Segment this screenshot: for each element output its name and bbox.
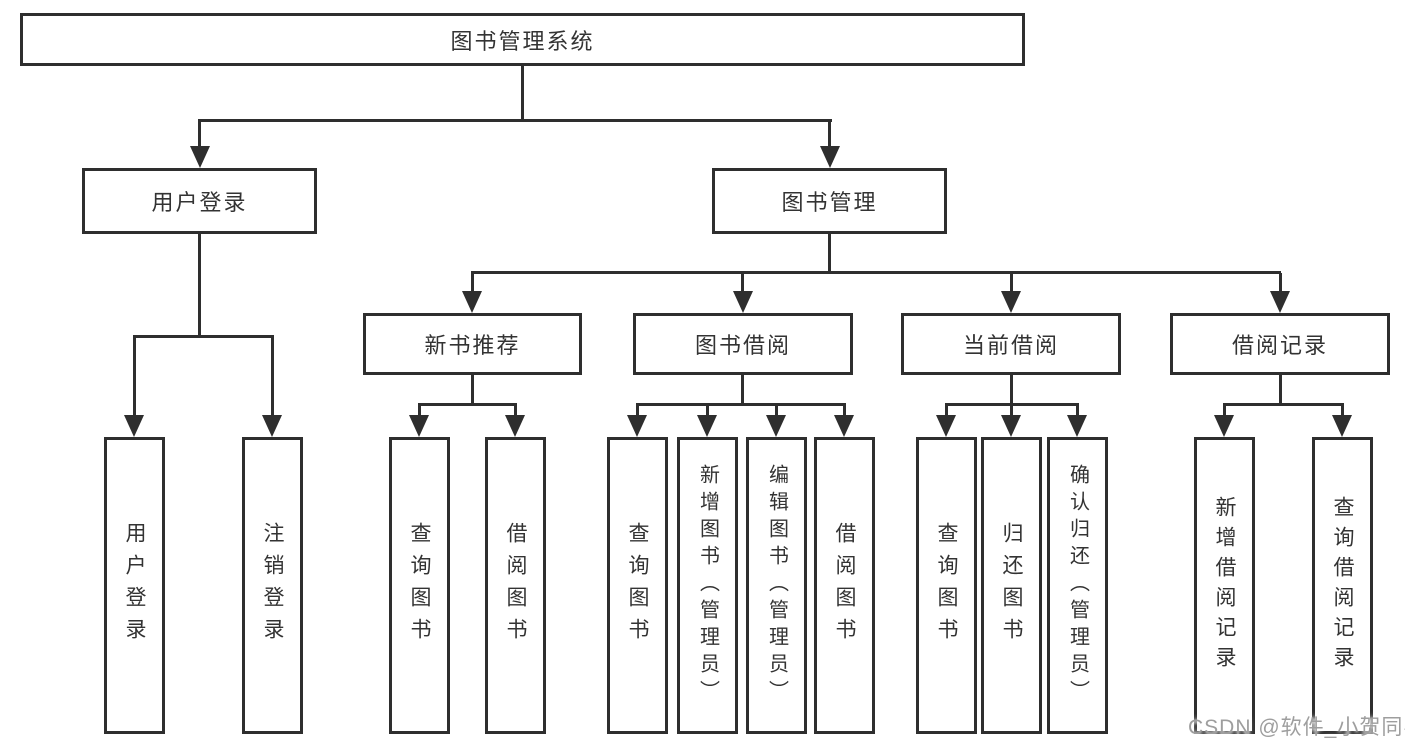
leaf-bb-query-books: 查询图书 [607, 437, 668, 734]
leaf-label: 查询图书 [935, 521, 958, 650]
node-new-book-recommend: 新书推荐 [363, 313, 582, 375]
leaf-bb-add-books-admin: 新增图书（管理员） [677, 437, 738, 734]
node-label: 图书借阅 [694, 333, 791, 358]
connector-drop-current-borrowing [1010, 273, 1013, 292]
node-current-borrowing: 当前借阅 [901, 313, 1121, 375]
node-label: 当前借阅 [962, 333, 1059, 358]
connector-cb-stem [1010, 374, 1013, 405]
leaf-br-query-record: 查询借阅记录 [1312, 437, 1373, 734]
leaf-label: 编辑图书（管理员） [765, 464, 788, 707]
node-label: 图书管理系统 [450, 28, 595, 54]
connector-drop-logout [271, 337, 274, 416]
arrowhead-borrowing-records [1270, 291, 1290, 313]
leaf-label: 确认归还（管理员） [1066, 464, 1089, 707]
connector-drop-cb-query [945, 403, 948, 417]
watermark: CSDN @软件_小贺同学 [1188, 716, 1405, 739]
connector-br-branch [1223, 403, 1344, 406]
connector-drop-bb-add [706, 403, 709, 417]
connector-level2-branch [471, 271, 1281, 274]
node-book-management: 图书管理 [712, 168, 947, 234]
node-label: 借阅记录 [1231, 333, 1328, 358]
arrowhead-br-query [1332, 415, 1352, 437]
connector-drop-login [133, 337, 136, 416]
leaf-cb-query-books: 查询图书 [916, 437, 977, 734]
connector-br-stem [1279, 374, 1282, 405]
node-label: 新书推荐 [424, 333, 521, 358]
leaf-cb-return-books: 归还图书 [981, 437, 1042, 734]
arrowhead-user-login [190, 146, 210, 168]
node-label: 用户登录 [151, 190, 248, 215]
leaf-cb-confirm-return-admin: 确认归还（管理员） [1047, 437, 1108, 734]
connector-drop-borrowing-records [1279, 273, 1282, 292]
arrowhead-nb-query [409, 415, 429, 437]
connector-nb-branch [418, 403, 517, 406]
arrowhead-cb-confirm [1067, 415, 1087, 437]
leaf-label: 注销登录 [261, 521, 284, 650]
connector-drop-new-book-recommend [471, 273, 474, 292]
connector-drop-book-borrowing [741, 273, 744, 292]
arrowhead-cb-query [936, 415, 956, 437]
connector-level1-branch [198, 119, 832, 122]
connector-drop-nb-query [418, 403, 421, 417]
node-book-borrowing: 图书借阅 [633, 313, 853, 375]
arrowhead-current-borrowing [1001, 291, 1021, 313]
arrowhead-bb-query [627, 415, 647, 437]
arrowhead-bb-borrow [834, 415, 854, 437]
arrowhead-bb-add [697, 415, 717, 437]
connector-drop-nb-borrow [514, 403, 517, 417]
connector-drop-bb-borrow [843, 403, 846, 417]
leaf-logout: 注销登录 [242, 437, 303, 734]
node-library-management-system: 图书管理系统 [20, 13, 1025, 66]
leaf-label: 查询图书 [626, 521, 649, 650]
leaf-label: 新增借阅记录 [1213, 495, 1236, 676]
connector-user-login-stem [198, 233, 201, 337]
leaf-label: 借阅图书 [504, 521, 527, 650]
leaf-label: 查询借阅记录 [1331, 495, 1354, 676]
connector-bb-branch [636, 403, 845, 406]
leaf-br-add-record: 新增借阅记录 [1194, 437, 1255, 734]
arrowhead-logout [262, 415, 282, 437]
leaf-label: 借阅图书 [833, 521, 856, 650]
arrowhead-nb-borrow [505, 415, 525, 437]
connector-drop-user-login [198, 121, 201, 148]
leaf-user-login: 用户登录 [104, 437, 165, 734]
arrowhead-cb-return [1001, 415, 1021, 437]
connector-book-management-stem [828, 233, 831, 273]
connector-drop-br-query [1341, 403, 1344, 417]
connector-drop-bb-edit [775, 403, 778, 417]
connector-nb-stem [471, 374, 474, 405]
arrowhead-new-book-recommend [462, 291, 482, 313]
leaf-label: 归还图书 [1000, 521, 1023, 650]
connector-root-stem [521, 64, 524, 121]
arrowhead-bb-edit [766, 415, 786, 437]
leaf-label: 用户登录 [123, 521, 146, 650]
arrowhead-book-borrowing [733, 291, 753, 313]
connector-drop-cb-confirm [1076, 403, 1079, 417]
node-borrowing-records: 借阅记录 [1170, 313, 1390, 375]
connector-user-login-branch [133, 335, 274, 338]
leaf-bb-edit-books-admin: 编辑图书（管理员） [746, 437, 807, 734]
leaf-bb-borrow-books: 借阅图书 [814, 437, 875, 734]
connector-drop-book-management [828, 121, 831, 148]
arrowhead-book-management [820, 146, 840, 168]
leaf-label: 新增图书（管理员） [696, 464, 719, 707]
connector-drop-cb-return [1010, 403, 1013, 417]
arrowhead-login [124, 415, 144, 437]
connector-drop-bb-query [636, 403, 639, 417]
node-label: 图书管理 [781, 190, 878, 215]
leaf-nb-query-books: 查询图书 [389, 437, 450, 734]
node-user-login: 用户登录 [82, 168, 317, 234]
connector-drop-br-add [1223, 403, 1226, 417]
arrowhead-br-add [1214, 415, 1234, 437]
leaf-nb-borrow-books: 借阅图书 [485, 437, 546, 734]
leaf-label: 查询图书 [408, 521, 431, 650]
connector-bb-stem [741, 374, 744, 405]
